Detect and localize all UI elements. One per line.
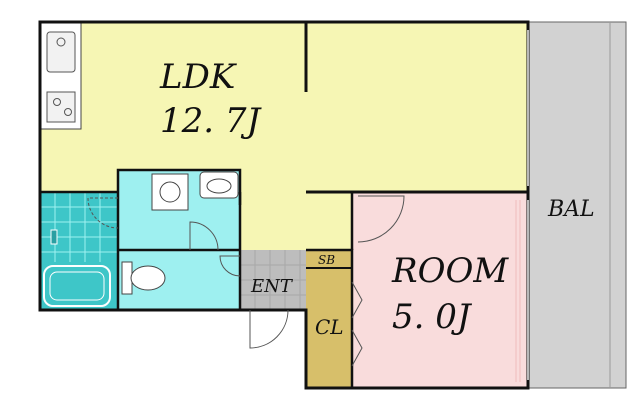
- wash-basin-bowl-icon: [206, 178, 232, 194]
- washing-machine-icon: [151, 173, 189, 211]
- shower-icon: [50, 229, 58, 245]
- sink-drain-icon: [56, 37, 66, 47]
- walls: [38, 20, 530, 390]
- sink-icon: [46, 31, 76, 73]
- toilet-bowl-icon: [130, 265, 166, 291]
- entrance-tile-grid: [240, 250, 306, 310]
- shoe-box-label: SB: [318, 253, 335, 267]
- toilet-door-swing: [219, 255, 241, 277]
- room-name-label: ROOM: [391, 251, 509, 291]
- washroom-wall: [116, 168, 242, 310]
- room-floor-lines: [515, 200, 521, 382]
- washroom-door-swing: [189, 221, 219, 251]
- room-size-label: 5. 0J: [392, 297, 473, 337]
- shoe-box-area: [306, 250, 352, 268]
- closet-label: CL: [315, 315, 344, 339]
- bathtub-icon: [43, 265, 111, 307]
- ldk-size-label: 12. 7J: [160, 101, 263, 141]
- closet-area: [306, 268, 352, 388]
- room-area: [352, 192, 528, 388]
- entrance-door-swing: [249, 309, 289, 349]
- doors: [87, 195, 405, 367]
- washing-machine-drum-icon: [159, 181, 181, 203]
- stove-icon: [46, 91, 76, 123]
- ldk-area: [40, 22, 528, 192]
- stove-burner-icon: [53, 98, 61, 106]
- stove-burner-icon: [64, 108, 72, 116]
- entrance-label: ENT: [250, 276, 294, 297]
- room-door-swing: [357, 195, 405, 243]
- ldk-name-label: LDK: [159, 57, 238, 97]
- outer-wall: [38, 20, 530, 390]
- wash-basin-icon: [199, 171, 239, 199]
- bathroom-tile-grid: [40, 192, 118, 262]
- balcony-label: BAL: [547, 197, 595, 222]
- closet-door-mark: [351, 281, 363, 367]
- bathtub-inner-icon: [49, 271, 105, 301]
- bathroom-door-swing: [87, 197, 119, 229]
